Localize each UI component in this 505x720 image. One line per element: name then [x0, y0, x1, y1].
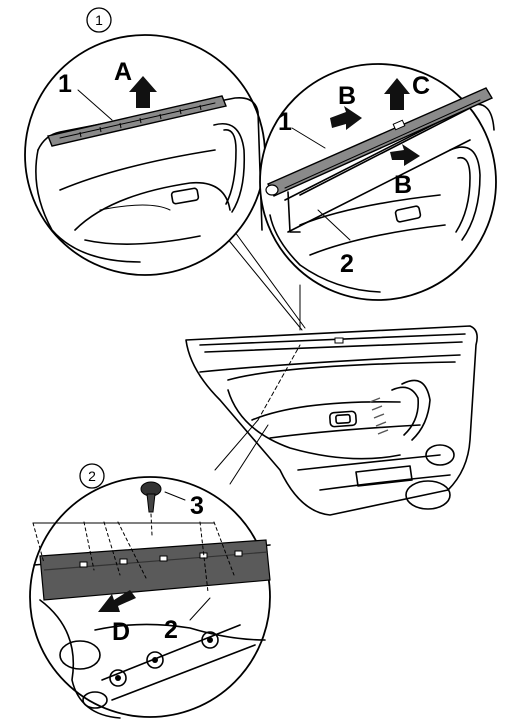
- label-arrow-b-top: B: [338, 82, 356, 110]
- label-part-1-detail-1: 1: [58, 70, 72, 98]
- arrow-b-top: [330, 106, 362, 130]
- label-part-2-detail-3: 2: [164, 616, 178, 644]
- arrow-a: [129, 76, 157, 108]
- clips: [109, 631, 219, 687]
- label-arrow-a: A: [114, 58, 132, 86]
- screw: [140, 481, 162, 536]
- arrow-d: [98, 590, 136, 612]
- arrow-b-bottom: [390, 144, 420, 166]
- detail-2: [259, 63, 497, 301]
- detail-1: [24, 7, 266, 276]
- door-overview: [185, 325, 478, 516]
- step-1-callout: [86, 7, 112, 33]
- step-2-number: 2: [88, 468, 96, 484]
- step-1-number: 1: [95, 12, 103, 28]
- label-arrow-c: C: [412, 72, 430, 100]
- detail-3-circle: [29, 476, 271, 718]
- step-2-callout: [79, 463, 105, 489]
- label-part-3: 3: [190, 492, 204, 520]
- arrow-c: [384, 78, 410, 110]
- panel-rail: [39, 539, 271, 601]
- label-part-2-detail-2: 2: [340, 250, 354, 278]
- label-part-1-detail-2: 1: [278, 108, 292, 136]
- detail-3: [29, 463, 271, 719]
- leader-lines: [214, 227, 306, 485]
- label-arrow-d: D: [112, 618, 130, 646]
- label-arrow-b-bottom: B: [394, 171, 412, 199]
